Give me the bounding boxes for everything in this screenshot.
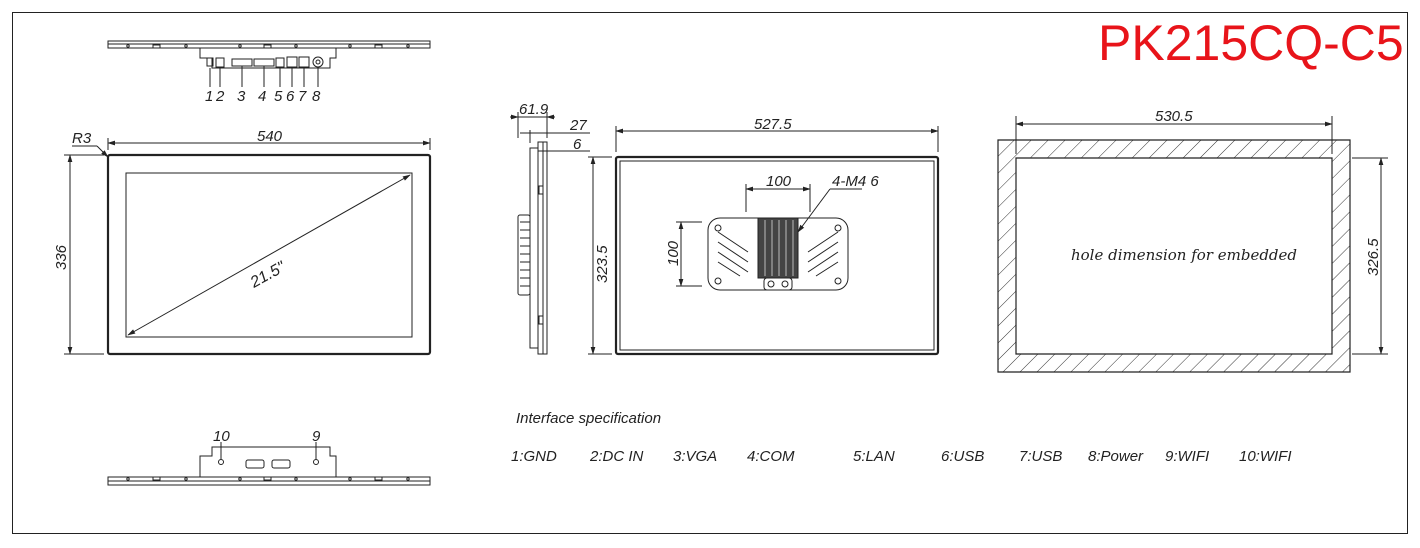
- vesa-width-label: 100: [766, 173, 792, 190]
- drawing-frame: [12, 12, 1408, 534]
- back-view: [588, 126, 940, 356]
- front-screen-area: [125, 172, 413, 338]
- bottom-view: [107, 442, 431, 486]
- interface-item-usb-6: 6:USB: [941, 448, 985, 465]
- port-number-8: 8: [312, 88, 321, 105]
- port-number-10: 10: [213, 428, 230, 445]
- interface-item-vga: 3:VGA: [673, 448, 718, 465]
- port-number-9: 9: [312, 428, 321, 445]
- interface-item-com: 4:COM: [747, 448, 795, 465]
- port-number-7: 7: [298, 88, 307, 105]
- top-view: [107, 40, 431, 87]
- front-height-label: 336: [53, 244, 70, 270]
- front-view: [64, 138, 432, 356]
- side-heatsink: [517, 214, 531, 296]
- port-number-5: 5: [274, 88, 283, 105]
- back-width-label: 527.5: [754, 116, 792, 133]
- corner-radius-label: R3: [72, 130, 92, 147]
- interface-item-power: 8:Power: [1088, 448, 1144, 465]
- interface-item-dc-in: 2:DC IN: [590, 448, 644, 465]
- back-height-label: 323.5: [594, 245, 611, 283]
- cutout-description: hole dimension for embedded: [1071, 246, 1297, 264]
- front-bezel-outline: [106, 153, 432, 356]
- cutout-width-label: 530.5: [1155, 108, 1193, 125]
- vesa-height-label: 100: [665, 240, 682, 266]
- interface-item-wifi-9: 9:WIFI: [1165, 448, 1210, 465]
- side-bezel-front-label: 6: [573, 136, 582, 153]
- side-depth-label: 61.9: [519, 101, 549, 118]
- cutout-hole: [1015, 157, 1333, 355]
- side-view: [510, 112, 590, 355]
- port-number-3: 3: [237, 88, 246, 105]
- port-number-4: 4: [258, 88, 266, 105]
- port-number-6: 6: [286, 88, 295, 105]
- front-width-label: 540: [257, 128, 283, 145]
- port-number-1: 1: [205, 88, 213, 105]
- cutout-height-label: 326.5: [1365, 238, 1382, 276]
- cutout-view: [997, 116, 1388, 373]
- interface-item-wifi-10: 10:WIFI: [1239, 448, 1292, 465]
- interface-spec-title: Interface specification: [516, 410, 662, 427]
- diagonal-size-label: 21.5": [247, 258, 289, 292]
- model-title: PK215CQ-C5: [1098, 15, 1404, 71]
- interface-item-lan: 5:LAN: [853, 448, 895, 465]
- port-number-2: 2: [215, 88, 225, 105]
- back-case-outline: [614, 155, 940, 356]
- screw-spec-label: 4-M4 6: [832, 173, 879, 190]
- interface-item-usb-7: 7:USB: [1019, 448, 1063, 465]
- interface-item-gnd: 1:GND: [511, 448, 557, 465]
- side-bezel-depth-label: 27: [569, 117, 587, 134]
